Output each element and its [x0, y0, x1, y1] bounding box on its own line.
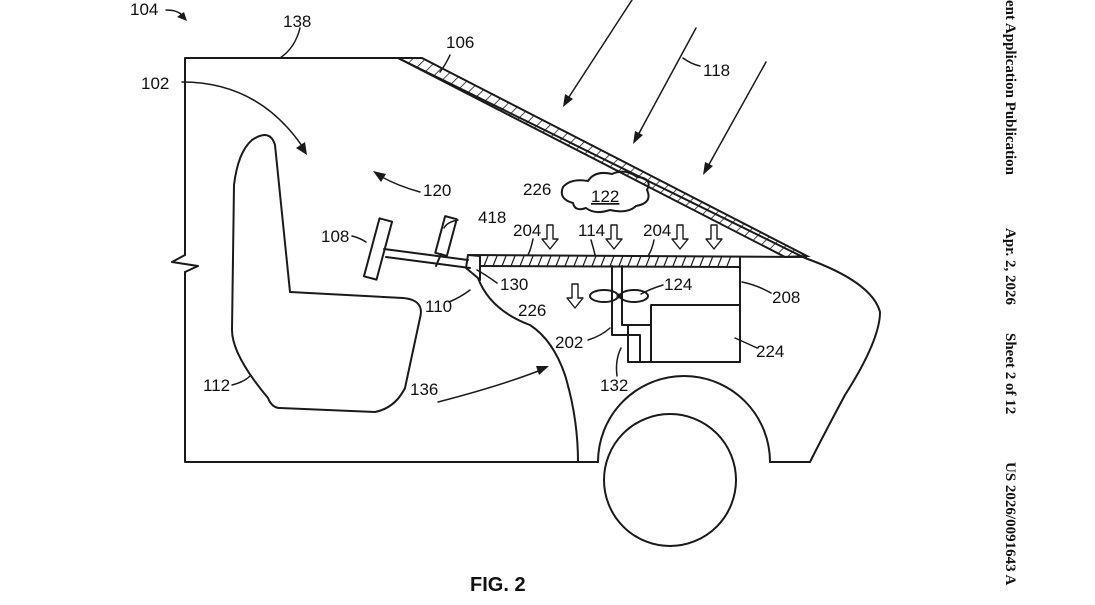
grille-slat: [582, 255, 588, 267]
header-date: Apr. 2, 2026: [1002, 228, 1018, 305]
airflow-arrows: [541, 224, 723, 309]
grille-slat: [708, 255, 714, 267]
grille-slat: [510, 255, 516, 267]
grille-slat: [591, 255, 597, 267]
reference-labels: 104 138 106 118 102 120 226 122 418 108 …: [130, 0, 800, 399]
break-mark: [171, 254, 199, 273]
label-118: 118: [703, 61, 730, 80]
label-138: 138: [283, 12, 311, 31]
label-108: 108: [321, 227, 349, 246]
cloud-122: [560, 170, 650, 214]
grille-slat: [501, 255, 507, 267]
grille-slat: [681, 255, 687, 267]
display-418: [434, 215, 458, 257]
grille-slat: [699, 255, 705, 267]
header-publication: ent Application Publication: [1002, 0, 1018, 176]
label-418: 418: [478, 208, 506, 227]
arrow-136: [437, 366, 549, 403]
label-208: 208: [772, 288, 800, 307]
patent-header: ent Application Publication Apr. 2, 2026…: [1000, 0, 1030, 600]
label-104: 104: [130, 0, 158, 19]
arrow-104: [165, 9, 187, 21]
arrow-120: [373, 171, 421, 193]
grille-slat: [519, 255, 525, 267]
grille-slat: [492, 255, 498, 267]
grille-slat: [726, 255, 732, 267]
vehicle-body-outline: [184, 57, 881, 463]
grille-slat: [672, 255, 678, 267]
label-202: 202: [555, 333, 583, 352]
label-226-mid: 226: [518, 301, 546, 320]
label-106: 106: [446, 33, 474, 52]
grille-slat: [555, 255, 561, 267]
grille-slat: [618, 255, 624, 267]
vent-panel: [469, 254, 807, 268]
label-120: 120: [423, 181, 451, 200]
label-204-right: 204: [643, 221, 671, 240]
label-114: 114: [578, 221, 605, 240]
windshield: [397, 57, 811, 259]
label-112: 112: [203, 376, 230, 395]
wheel: [603, 413, 737, 547]
label-132: 132: [600, 376, 628, 395]
grille-slat: [690, 255, 696, 267]
grille-slat: [537, 255, 543, 267]
hvac-housing: [627, 257, 741, 363]
steering-column: [383, 248, 471, 269]
grille-slat: [528, 255, 534, 267]
instrument-panel: [465, 254, 579, 463]
grille-slat: [717, 255, 723, 267]
sun-rays: [563, 0, 767, 175]
leader-lines: [231, 27, 772, 386]
header-sheet: Sheet 2 of 12: [1002, 333, 1018, 415]
steering-wheel: [362, 217, 394, 281]
grille-slat: [564, 255, 570, 267]
label-226-top: 226: [523, 180, 551, 199]
grille-slat: [627, 255, 633, 267]
figure-caption: FIG. 2: [470, 574, 526, 596]
grille-slat: [663, 255, 669, 267]
grille-slat: [636, 255, 642, 267]
arrow-102: [181, 81, 307, 155]
label-204-left: 204: [513, 221, 541, 240]
grille-slat: [483, 255, 489, 267]
label-102: 102: [141, 74, 169, 93]
fan-124: [589, 289, 649, 303]
label-136: 136: [410, 380, 438, 399]
label-110: 110: [425, 297, 452, 316]
header-number: US 2026/0091643 A: [1002, 462, 1018, 586]
heater-core-224: [650, 304, 741, 363]
grille-slat: [573, 255, 579, 267]
duct-132: [611, 265, 652, 363]
grille-slat: [546, 255, 552, 267]
label-122: 122: [591, 187, 619, 206]
seat: [231, 134, 422, 413]
grille-slat: [609, 255, 615, 267]
grille-slat: [600, 255, 606, 267]
label-124: 124: [664, 275, 692, 294]
grille-slat: [654, 255, 660, 267]
label-130: 130: [500, 275, 528, 294]
grille-slat: [645, 255, 651, 267]
label-224: 224: [756, 342, 784, 361]
